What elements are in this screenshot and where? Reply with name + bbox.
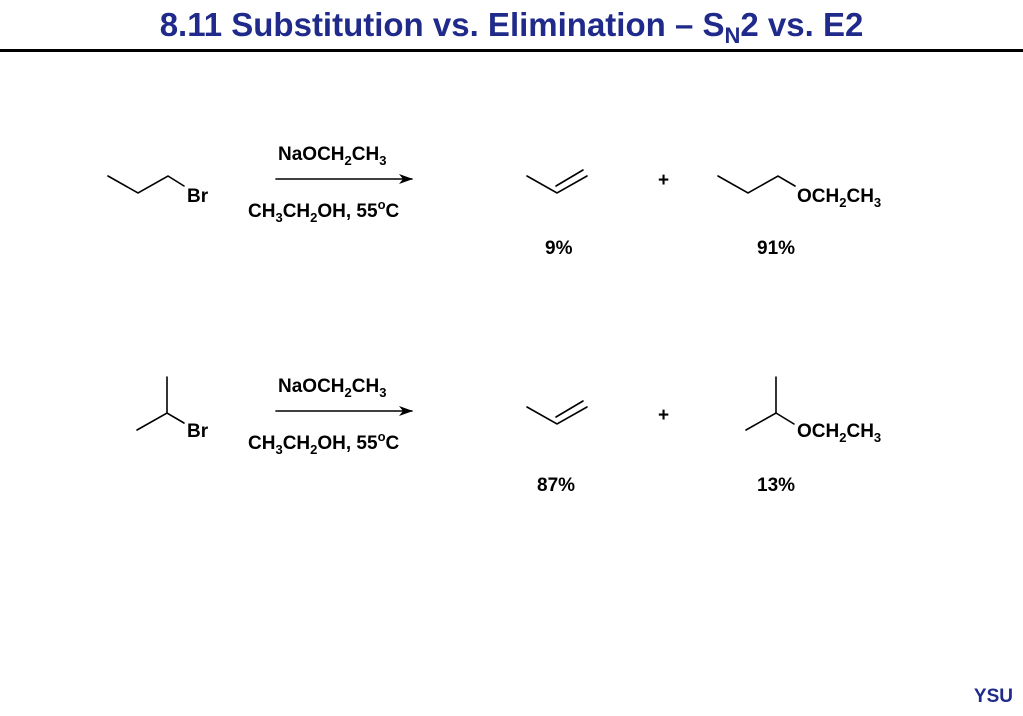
propyl-ether-skeleton bbox=[717, 175, 796, 194]
title-divider bbox=[0, 49, 1023, 52]
isopropyl-ether-skeleton bbox=[745, 412, 795, 431]
page-title: 8.11 Substitution vs. Elimination – SN2 … bbox=[159, 6, 864, 48]
ether-label-1: OCH2CH3 bbox=[797, 186, 882, 210]
plus-sign-2: + bbox=[658, 405, 670, 426]
plus-sign-1: + bbox=[658, 170, 670, 191]
propyl-bromide-skeleton bbox=[107, 175, 185, 194]
bromine-label-2: Br bbox=[187, 421, 209, 442]
propene-double-bond-1 bbox=[555, 169, 584, 187]
propene-single-bond-2 bbox=[526, 406, 588, 425]
substitution-yield-2: 13% bbox=[757, 475, 796, 496]
elimination-yield-1: 9% bbox=[545, 238, 573, 259]
ether-label-2: OCH2CH3 bbox=[797, 421, 882, 445]
solvent-condition-label-2: CH3CH2OH, 55oC bbox=[248, 429, 400, 457]
elimination-yield-2: 87% bbox=[537, 475, 576, 496]
bromine-label-1: Br bbox=[187, 186, 209, 207]
reagent-label-2: NaOCH2CH3 bbox=[278, 376, 387, 400]
solvent-condition-label-1: CH3CH2OH, 55oC bbox=[248, 197, 400, 225]
reagent-label-1: NaOCH2CH3 bbox=[278, 144, 387, 168]
ysu-logo-text: YSU bbox=[973, 686, 1013, 707]
isopropyl-bromide-skeleton bbox=[136, 412, 185, 431]
substitution-yield-1: 91% bbox=[757, 238, 796, 259]
propene-double-bond-2 bbox=[555, 400, 584, 418]
propene-single-bond-1 bbox=[526, 175, 588, 194]
